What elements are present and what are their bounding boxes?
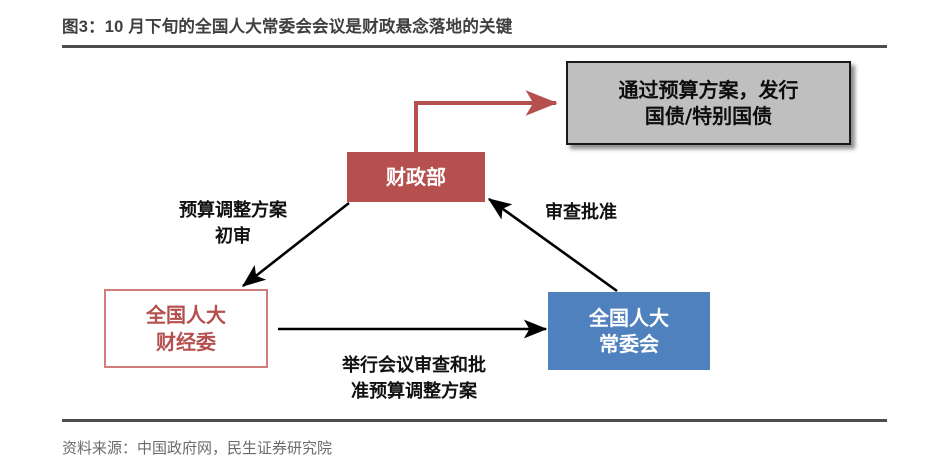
footer-divider (62, 419, 887, 422)
edge-mof-to-outcome (414, 90, 558, 152)
edge-label-budget-adjustment-review: 预算调整方案 初审 (179, 200, 287, 248)
node-ministry-of-finance[interactable]: 财政部 (347, 152, 485, 202)
source-note: 资料来源：中国政府网，民生证券研究院 (62, 440, 333, 457)
title-divider (62, 45, 887, 48)
page-title: 图3：10 月下旬的全国人大常委会会议是财政悬念落地的关键 (62, 18, 513, 36)
node-npc-standing-committee-label: 全国人大 常委会 (589, 305, 669, 356)
node-ministry-of-finance-label: 财政部 (386, 164, 446, 189)
edge-standing-committee-to-mof (487, 197, 618, 293)
figure-title-block: 图3：10 月下旬的全国人大常委会会议是财政悬念落地的关键 (62, 16, 887, 38)
edge-mof-to-finance-committee (241, 201, 350, 288)
node-gray-outcome[interactable]: 通过预算方案，发行 国债/特别国债 (566, 61, 851, 145)
edge-label-hold-meeting-review: 举行会议审查和批 准预算调整方案 (342, 355, 486, 403)
node-npc-finance-committee[interactable]: 全国人大 财经委 (104, 289, 268, 368)
node-gray-outcome-label: 通过预算方案，发行 国债/特别国债 (618, 77, 799, 128)
edge-label-examine-and-approve: 审查批准 (545, 202, 617, 223)
node-npc-finance-committee-label: 全国人大 财经委 (146, 303, 226, 354)
node-npc-standing-committee[interactable]: 全国人大 常委会 (548, 292, 710, 370)
